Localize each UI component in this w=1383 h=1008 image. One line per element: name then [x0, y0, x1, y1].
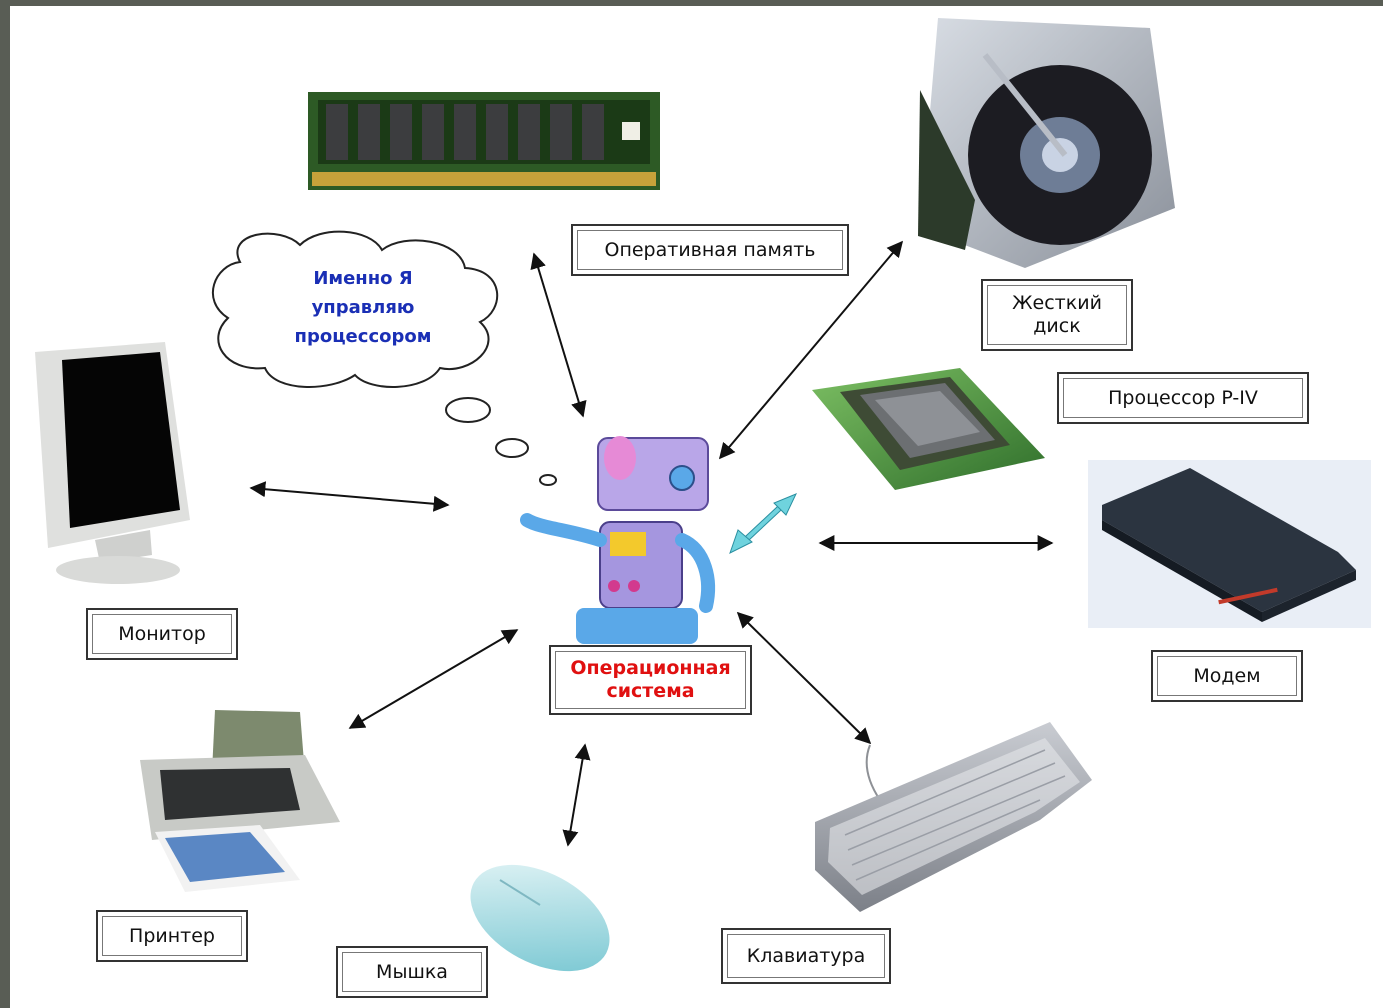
arrow-printer: [348, 629, 519, 729]
keyboard-icon: [815, 722, 1092, 912]
thought-text: Именно Я управляю процессором: [294, 268, 432, 347]
diagram-svg: [35, 18, 1371, 972]
mouse-icon: [470, 864, 610, 972]
label-printer: Принтер: [96, 910, 248, 962]
cpu-chip-icon: [812, 368, 1045, 490]
label-hdd: Жесткий диск: [981, 279, 1133, 351]
robot-icon: [520, 436, 716, 644]
ram-module-icon: [308, 92, 660, 190]
printer-icon: [140, 710, 340, 892]
label-cpu-text: Процессор P-IV: [1063, 378, 1303, 418]
label-printer-text: Принтер: [102, 916, 242, 956]
hard-disk-icon: [918, 18, 1175, 268]
label-modem: Модем: [1151, 650, 1303, 702]
arrow-hdd: [718, 240, 904, 460]
arrow-mouse: [562, 743, 591, 847]
label-cpu: Процессор P-IV: [1057, 372, 1309, 424]
thought-cloud-icon: [211, 230, 557, 486]
label-modem-text: Модем: [1157, 656, 1297, 696]
label-ram-text: Оперативная память: [577, 230, 843, 270]
label-mouse-text: Мышка: [342, 952, 482, 992]
label-keyboard: Клавиатура: [721, 928, 891, 984]
label-os-text: Операционная система: [555, 651, 746, 709]
arrow-monitor: [249, 481, 450, 512]
arrow-ram: [530, 252, 587, 418]
label-monitor-text: Монитор: [92, 614, 232, 654]
arrow-cpu: [729, 493, 798, 554]
label-ram: Оперативная память: [571, 224, 849, 276]
label-os: Операционная система: [549, 645, 752, 715]
label-keyboard-text: Клавиатура: [727, 934, 885, 978]
label-hdd-text: Жесткий диск: [987, 285, 1127, 345]
connector-arrows: [249, 240, 1054, 847]
label-mouse: Мышка: [336, 946, 488, 998]
monitor-icon: [35, 342, 190, 584]
arrow-keyboard: [736, 611, 872, 745]
diagram-canvas: Именно Я управляю процессором Оперативна…: [10, 6, 1383, 1008]
modem-icon: [1088, 460, 1371, 628]
label-monitor: Монитор: [86, 608, 238, 660]
